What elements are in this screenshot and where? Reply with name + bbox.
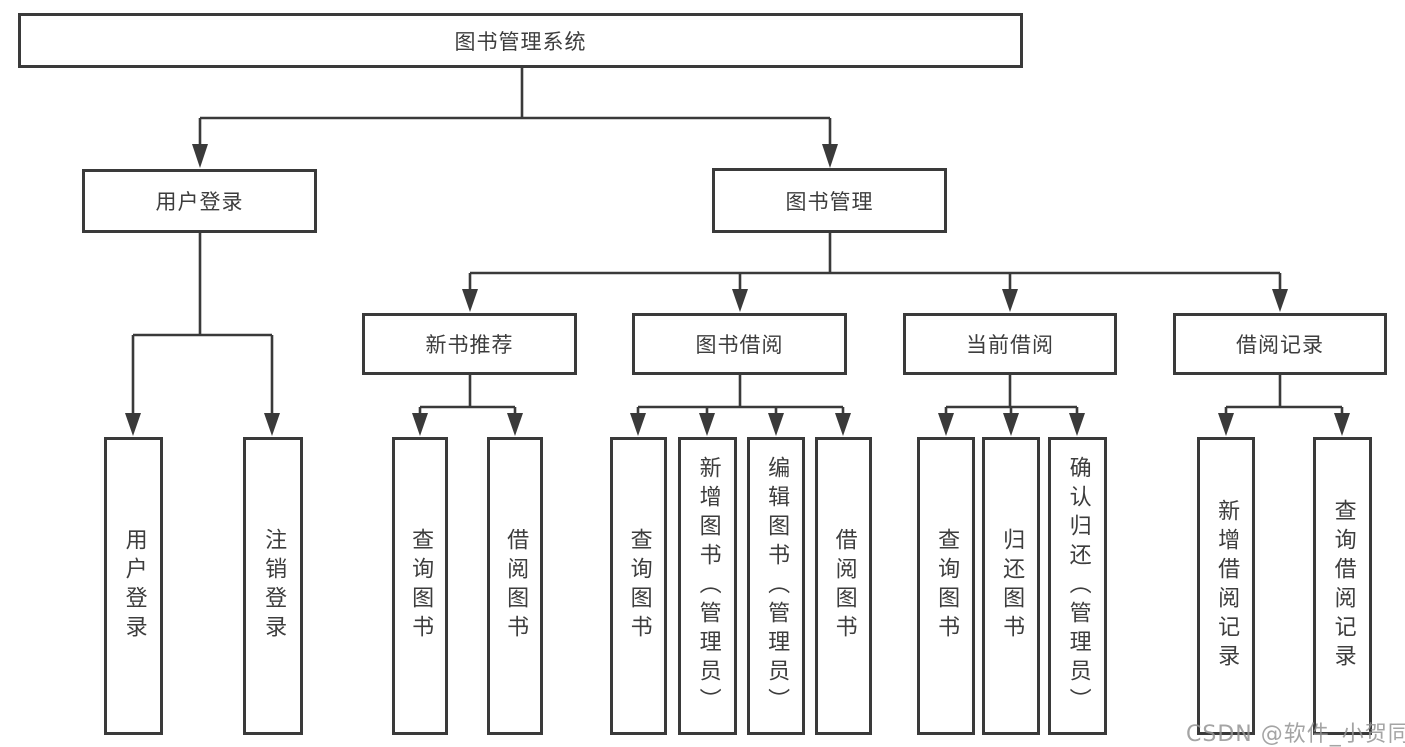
leaf-user-login: 用户登录	[104, 437, 163, 735]
node-root-system: 图书管理系统	[18, 13, 1023, 68]
leaf-edit-books-admin: 编辑图书（管理员）	[747, 437, 805, 735]
leaf-query-borrow-record: 查询借阅记录	[1313, 437, 1372, 735]
leaf-add-borrow-record: 新增借阅记录	[1197, 437, 1255, 735]
leaf-borrow-books-recommend: 借阅图书	[487, 437, 543, 735]
node-current-borrow: 当前借阅	[903, 313, 1117, 375]
node-borrow-records: 借阅记录	[1173, 313, 1387, 375]
node-book-borrow: 图书借阅	[632, 313, 847, 375]
leaf-borrow-books: 借阅图书	[815, 437, 872, 735]
leaf-confirm-return-admin: 确认归还（管理员）	[1048, 437, 1107, 735]
leaf-query-books-current: 查询图书	[917, 437, 975, 735]
leaf-logout: 注销登录	[243, 437, 303, 735]
node-user-login-group: 用户登录	[82, 169, 317, 233]
leaf-add-books-admin: 新增图书（管理员）	[678, 437, 737, 735]
node-new-book-recommend: 新书推荐	[362, 313, 577, 375]
leaf-query-books-borrow: 查询图书	[610, 437, 667, 735]
node-book-management-group: 图书管理	[712, 168, 947, 233]
csdn-watermark: CSDN @软件_小贺同学	[1186, 722, 1405, 747]
leaf-query-books-recommend: 查询图书	[392, 437, 448, 735]
leaf-return-books: 归还图书	[982, 437, 1040, 735]
